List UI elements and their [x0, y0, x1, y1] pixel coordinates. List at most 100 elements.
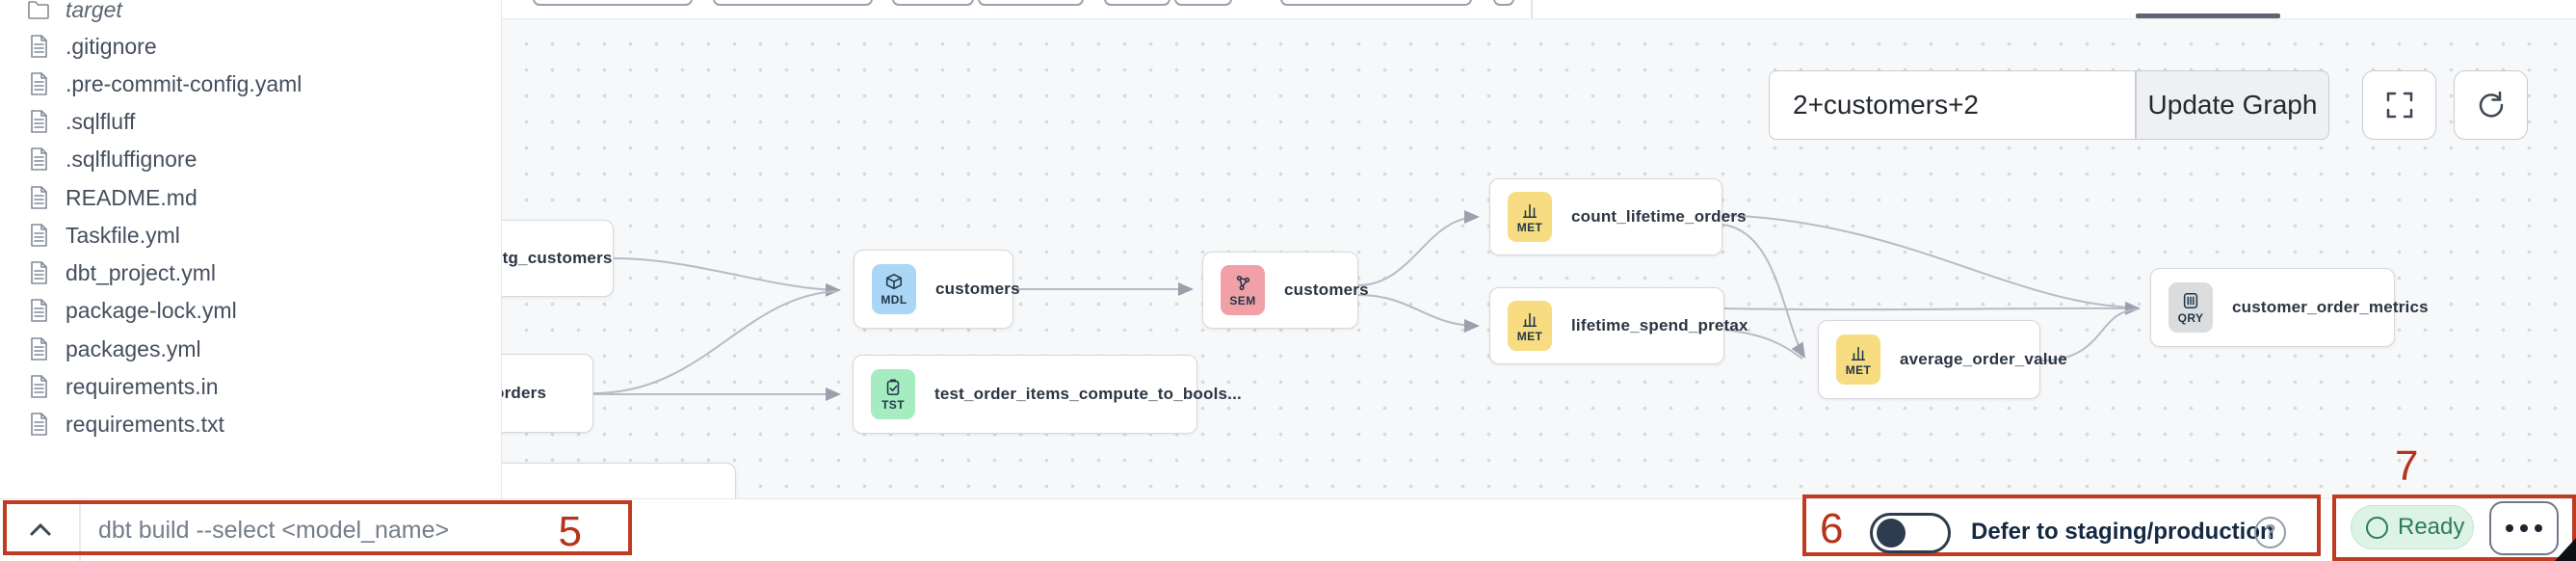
- toolbar-button-partial[interactable]: [1174, 0, 1232, 6]
- node-label: customer_order_metrics: [2232, 298, 2429, 316]
- node-label: average_order_value: [1900, 350, 2067, 368]
- sidebar-item-label: Taskfile.yml: [66, 222, 180, 248]
- command-bar-divider: [79, 499, 81, 561]
- file-icon: [31, 299, 47, 322]
- sidebar-item-label: .gitignore: [66, 33, 157, 59]
- expand-panel-button[interactable]: [13, 507, 67, 553]
- annotation-box-7: [2332, 494, 2576, 561]
- annotation-number-7: 7: [2395, 442, 2419, 490]
- toolbar-button-partial[interactable]: [1104, 0, 1170, 6]
- dag-node-stg-customers[interactable]: MDL stg_customers: [502, 220, 614, 297]
- dag-node-count-lifetime-orders[interactable]: MET count_lifetime_orders: [1489, 178, 1747, 255]
- more-options-icon: [2506, 524, 2513, 532]
- sidebar-item-requirements-in[interactable]: requirements.in: [0, 368, 501, 405]
- sidebar-item-label: requirements.txt: [66, 411, 224, 437]
- sidebar-item-gitignore[interactable]: .gitignore: [0, 28, 501, 65]
- dag-node-lifetime-spend-pretax[interactable]: MET lifetime_spend_pretax: [1489, 287, 1748, 364]
- defer-toggle[interactable]: [1870, 513, 1951, 553]
- sidebar-item-label: .sqlfluffignore: [66, 146, 197, 172]
- toolbar-button-partial[interactable]: [1280, 0, 1472, 6]
- sidebar-item-taskfile[interactable]: Taskfile.yml: [0, 217, 501, 254]
- node-label: orders: [502, 384, 547, 402]
- toolbar-button-partial[interactable]: [978, 0, 1084, 6]
- metric-icon: MET: [1508, 301, 1552, 351]
- refresh-icon: [2479, 91, 2503, 118]
- dag-edges: [592, 210, 2141, 401]
- file-icon: [31, 337, 47, 361]
- sidebar-item-label: .sqlfluff: [66, 108, 136, 134]
- sidebar-item-label: packages.yml: [66, 335, 201, 361]
- file-icon: [31, 375, 47, 398]
- fullscreen-icon: [2386, 92, 2412, 119]
- status-badge[interactable]: Ready: [2351, 505, 2474, 549]
- file-icon: [31, 261, 47, 284]
- dag-node-customers-semantic[interactable]: SEM customers: [1202, 252, 1369, 329]
- status-circle-icon: [2366, 516, 2388, 539]
- saved-query-icon: QRY: [2169, 282, 2213, 333]
- toolbar-button-partial[interactable]: [713, 0, 873, 6]
- file-explorer: target .gitignore .pre-commit-config.yam…: [0, 0, 502, 498]
- sidebar-item-requirements-txt[interactable]: requirements.txt: [0, 406, 501, 442]
- node-label: test_order_items_compute_to_bools...: [934, 385, 1242, 403]
- sidebar-item-dbt-project[interactable]: dbt_project.yml: [0, 254, 501, 291]
- command-input[interactable]: [98, 501, 541, 559]
- update-graph-button[interactable]: Update Graph: [2136, 70, 2329, 140]
- sidebar-item-sqlfluffignore[interactable]: .sqlfluffignore: [0, 141, 501, 177]
- fullscreen-button[interactable]: [2362, 70, 2436, 140]
- sidebar-item-pre-commit-config[interactable]: .pre-commit-config.yaml: [0, 66, 501, 102]
- dag-node-customer-order-metrics[interactable]: QRY customer_order_metrics: [2150, 268, 2429, 347]
- node-label: lifetime_spend_pretax: [1571, 316, 1748, 334]
- more-options-button[interactable]: [2489, 501, 2559, 555]
- folder-icon: [28, 1, 49, 19]
- sidebar-item-label: package-lock.yml: [66, 297, 237, 323]
- annotation-number-6: 6: [1820, 505, 1844, 552]
- toolbar-button-partial[interactable]: [1493, 0, 1514, 6]
- sidebar-item-package-lock[interactable]: package-lock.yml: [0, 292, 501, 329]
- file-icon: [31, 186, 47, 209]
- metric-icon: MET: [1508, 192, 1552, 242]
- node-label: stg_customers: [502, 249, 613, 267]
- node-label: count_lifetime_orders: [1571, 207, 1747, 226]
- file-icon: [31, 413, 47, 436]
- sidebar-item-target[interactable]: target: [0, 0, 501, 28]
- dag-node-customers-model[interactable]: MDL customers: [854, 250, 1020, 329]
- dag-node-test-order-items[interactable]: TST test_order_items_compute_to_bools...: [853, 355, 1242, 434]
- sidebar-item-label: requirements.in: [66, 373, 219, 399]
- metric-icon: MET: [1836, 334, 1880, 385]
- top-toolbar-partial: [502, 0, 2576, 19]
- sidebar-item-label: README.md: [66, 184, 197, 210]
- file-icon: [31, 147, 47, 171]
- dag-node-average-order-value[interactable]: MET average_order_value: [1818, 320, 2067, 399]
- file-icon: [31, 35, 47, 58]
- annotation-number-5: 5: [558, 508, 582, 555]
- sidebar-item-readme[interactable]: README.md: [0, 179, 501, 216]
- status-label: Ready: [2398, 514, 2465, 540]
- toolbar-button-partial[interactable]: [533, 0, 693, 6]
- node-label: customers: [935, 280, 1020, 298]
- sidebar-item-label: target: [66, 0, 122, 22]
- help-icon[interactable]: ?: [2254, 517, 2286, 548]
- toggle-knob: [1877, 519, 1906, 548]
- toolbar-button-partial[interactable]: [892, 0, 974, 6]
- active-tab-indicator: [2136, 13, 2280, 18]
- test-icon: TST: [871, 369, 915, 419]
- refresh-button[interactable]: [2454, 70, 2528, 140]
- graph-filter-input[interactable]: [1769, 70, 2136, 140]
- file-icon: [31, 224, 47, 247]
- defer-label: Defer to staging/production: [1971, 519, 2274, 545]
- node-label: customers: [1284, 280, 1369, 299]
- dag-node-partial[interactable]: [502, 463, 736, 498]
- command-bar: [0, 498, 2576, 561]
- dag-node-orders[interactable]: MDL orders: [502, 354, 593, 433]
- sidebar-item-label: dbt_project.yml: [66, 259, 216, 285]
- file-icon: [31, 72, 47, 95]
- chevron-up-icon: [30, 522, 51, 536]
- sidebar-item-sqlfluff[interactable]: .sqlfluff: [0, 103, 501, 140]
- toolbar-divider: [1531, 0, 1533, 18]
- sidebar-item-packages[interactable]: packages.yml: [0, 331, 501, 367]
- file-icon: [31, 110, 47, 133]
- lineage-canvas[interactable]: MDL stg_customers MDL orders MDL custome…: [502, 19, 2576, 498]
- cursor-artifact: [2555, 538, 2576, 561]
- annotation-box-6: 6: [1802, 494, 2321, 556]
